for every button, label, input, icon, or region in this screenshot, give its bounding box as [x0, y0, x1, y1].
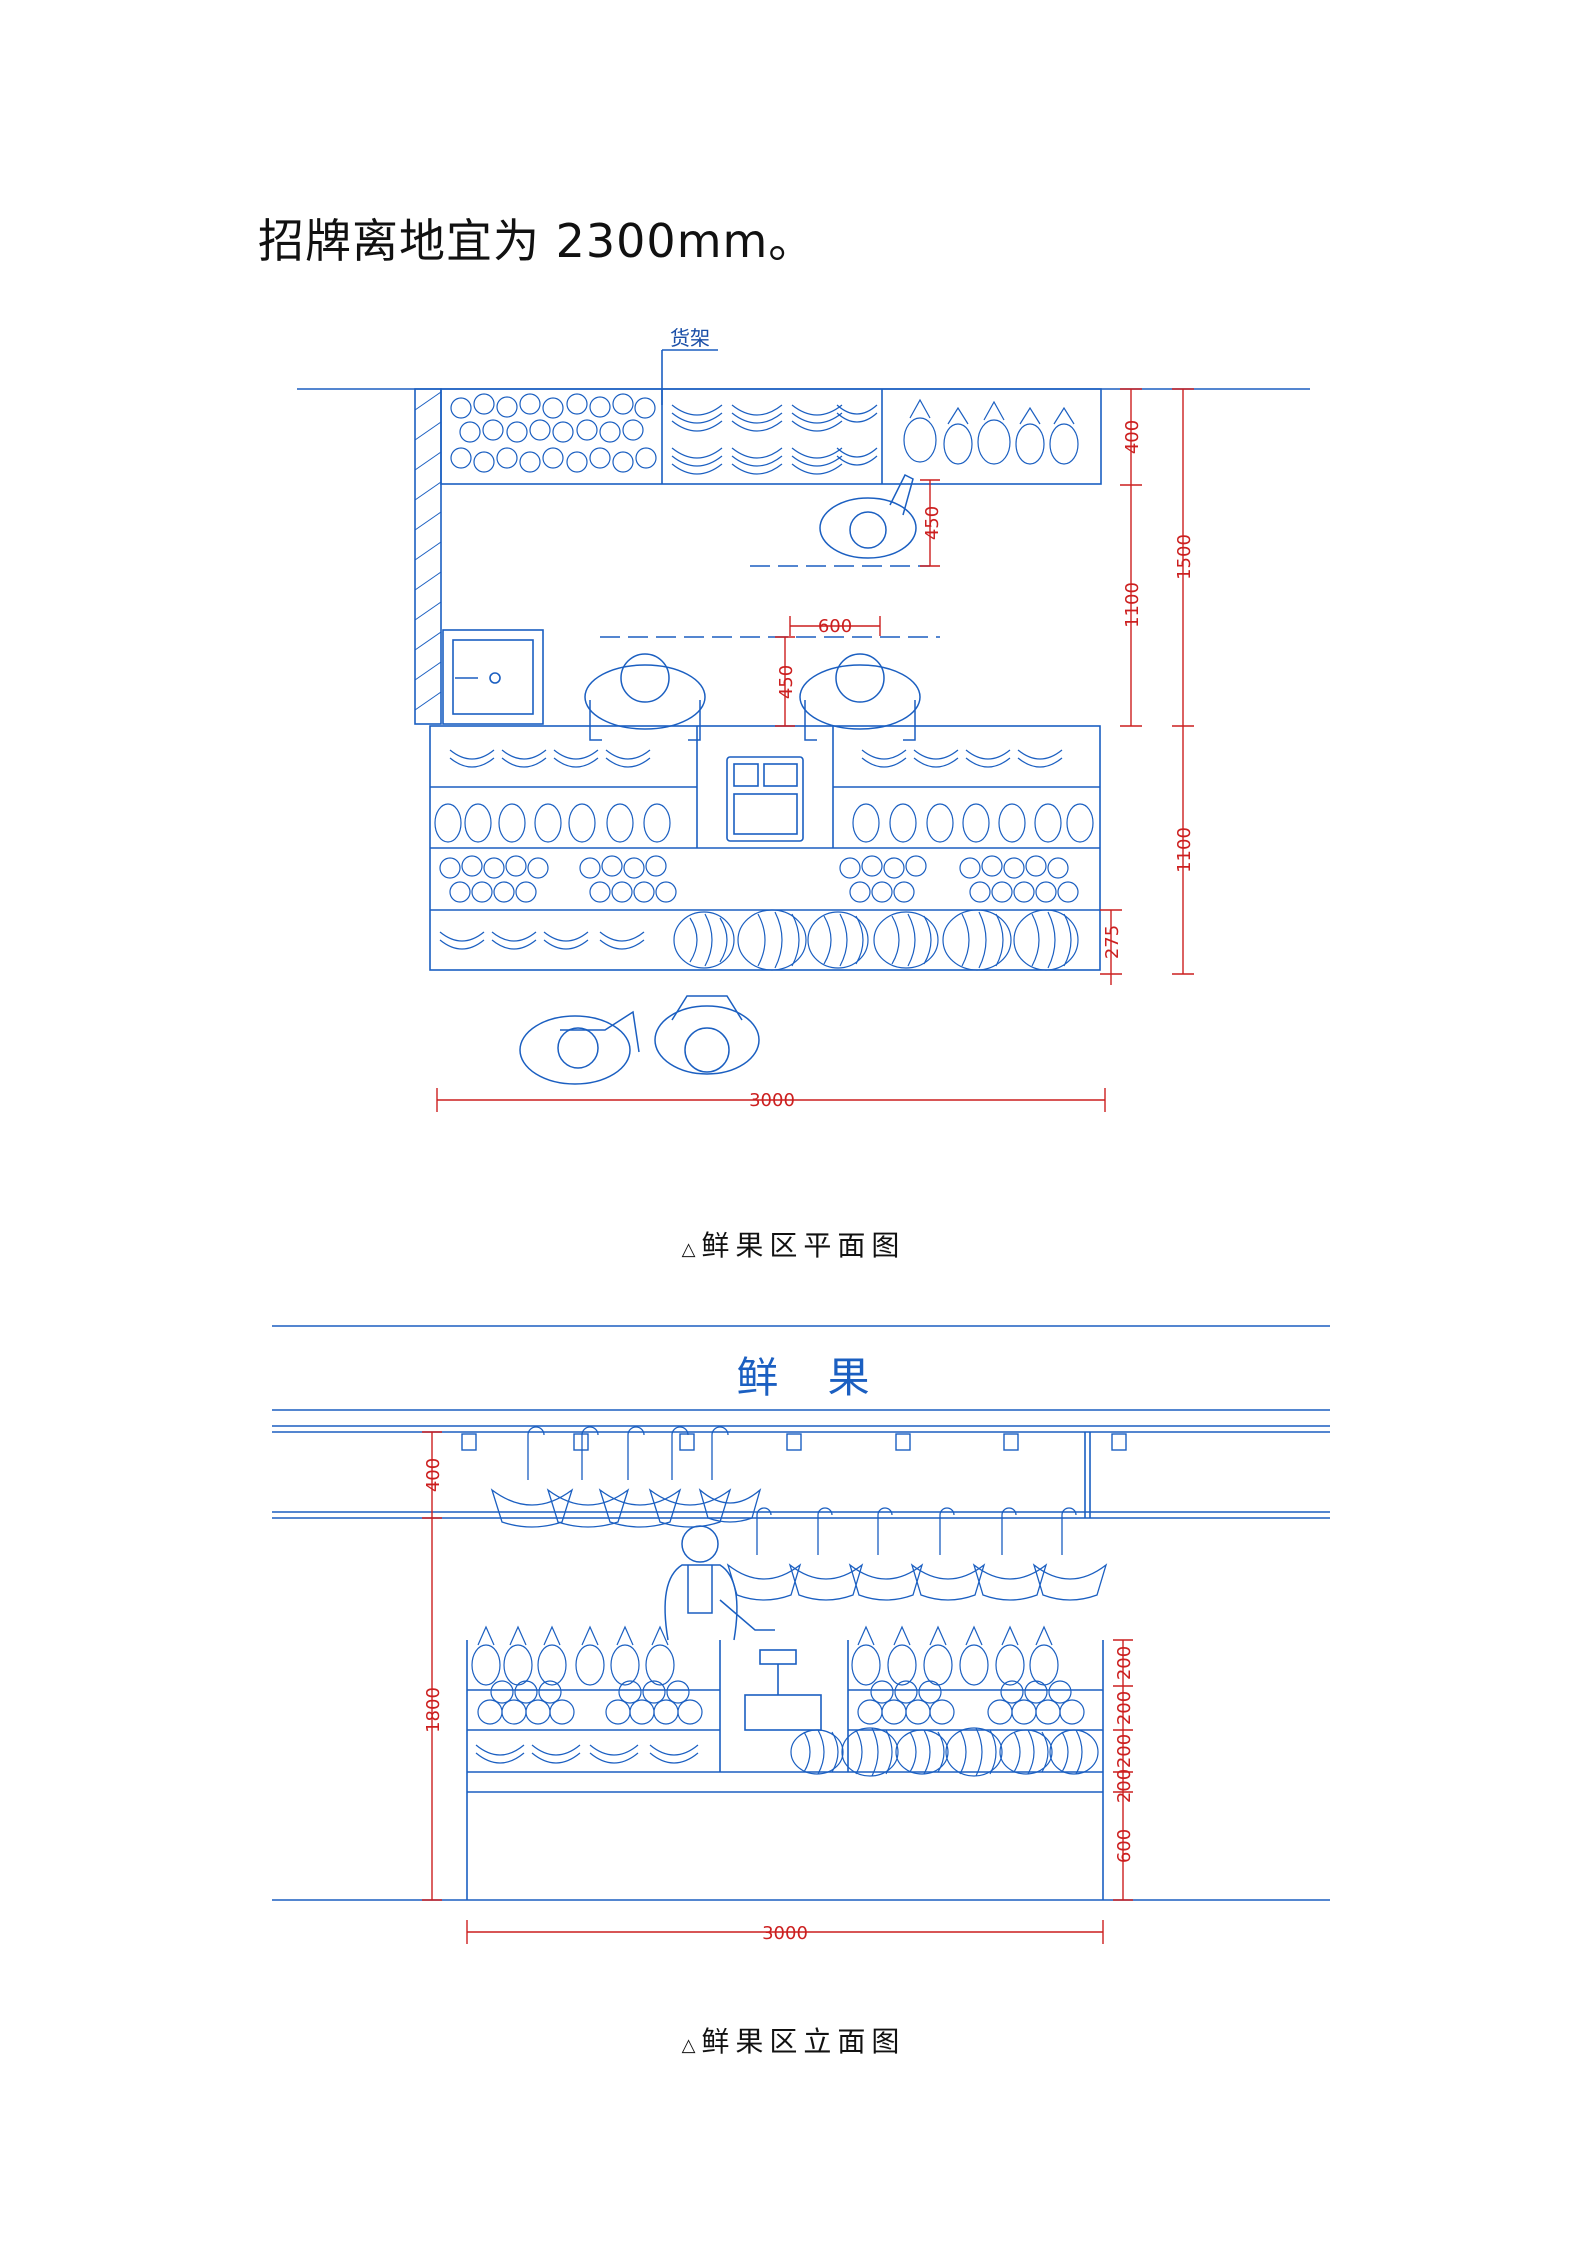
elevation-caption-marker: △: [681, 2035, 696, 2056]
dim-plan-275: 275: [1102, 925, 1123, 959]
dim-elev-600: 600: [1114, 1829, 1135, 1863]
elevation-drawing: 鲜 果 400 1800 200 200 200 200 600 3000: [272, 1325, 1330, 1944]
dim-elev-200-a: 200: [1114, 1646, 1135, 1680]
dim-plan-3000: 3000: [749, 1090, 795, 1111]
sign-text: 鲜 果: [736, 1353, 887, 1402]
dim-elev-400: 400: [423, 1458, 444, 1492]
plan-caption-marker: △: [681, 1239, 696, 1260]
dim-plan-1100-lower: 1100: [1174, 827, 1195, 873]
dim-elev-200-c: 200: [1114, 1734, 1135, 1768]
dim-plan-400: 400: [1122, 420, 1143, 454]
dim-elev-3000: 3000: [762, 1923, 808, 1944]
dim-plan-600: 600: [818, 616, 852, 637]
dim-plan-450-mid: 450: [776, 665, 797, 699]
shelf-label: 货架: [670, 326, 710, 350]
plan-caption: △鲜果区平面图: [0, 1224, 1587, 1264]
plan-drawing: 货架 400 450 1500 1100 600 450 1100 275 30…: [297, 326, 1310, 1112]
elevation-caption-text: 鲜果区立面图: [701, 2025, 906, 2058]
dim-plan-1100-upper: 1100: [1122, 582, 1143, 628]
elevation-caption: △鲜果区立面图: [0, 2020, 1587, 2060]
dim-plan-1500: 1500: [1174, 534, 1195, 580]
dim-elev-1800: 1800: [423, 1687, 444, 1733]
dim-plan-450-top: 450: [922, 506, 943, 540]
plan-caption-text: 鲜果区平面图: [701, 1229, 906, 1262]
dim-elev-200-b: 200: [1114, 1691, 1135, 1725]
page-heading: 招牌离地宜为 2300mm。: [258, 214, 816, 268]
dim-elev-200-d: 200: [1114, 1769, 1135, 1803]
